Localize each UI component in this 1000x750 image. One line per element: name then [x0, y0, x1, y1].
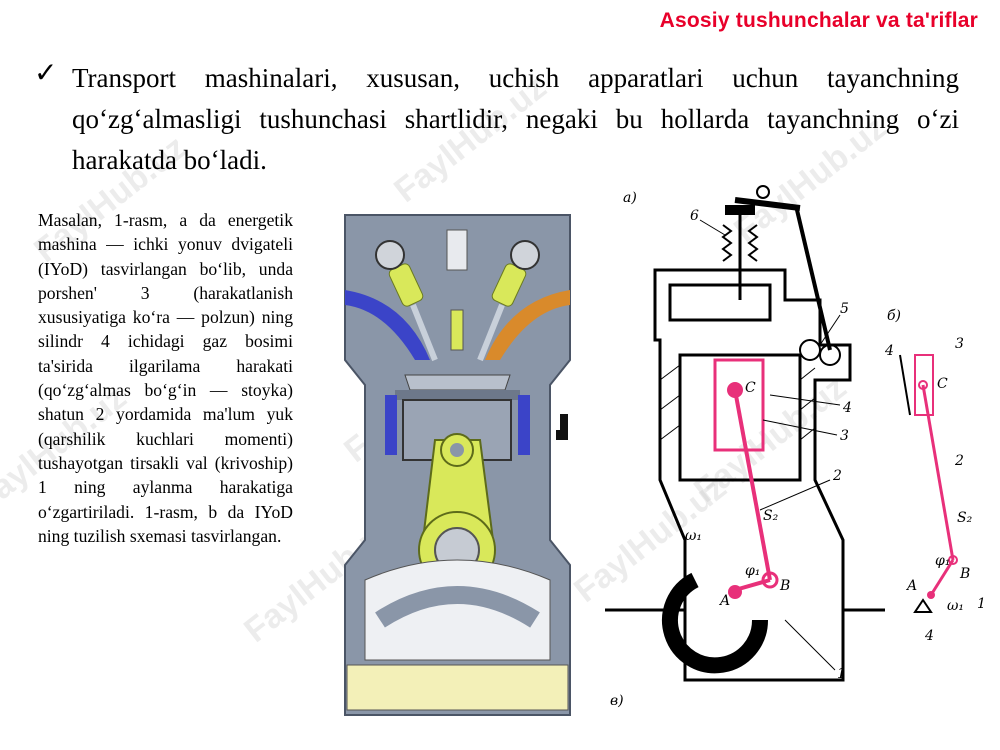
label-w1: ω₁ [685, 528, 702, 544]
marker-icon [556, 414, 568, 440]
label-6: 6 [690, 208, 699, 224]
slide-title: Asosiy tushunchalar va ta'riflar [659, 9, 978, 32]
label-2: 2 [832, 468, 842, 484]
label-3b: 3 [955, 336, 964, 352]
side-paragraph: Masalan, 1-rasm, a da energetik mashina … [38, 210, 293, 546]
label-b: B [779, 578, 790, 594]
label-v: в) [610, 693, 624, 709]
label-1: 1 [837, 666, 846, 682]
label-4b: 4 [884, 343, 894, 359]
label-phi1b: φ₁ [935, 553, 950, 569]
label-w1b: ω₁ [947, 598, 964, 614]
label-phi1: φ₁ [745, 563, 760, 579]
label-s2b: S₂ [957, 510, 973, 526]
label-s2: S₂ [763, 508, 779, 524]
label-cb: C [937, 376, 948, 392]
label-4c: 4 [924, 628, 934, 644]
engine-cross-section-image [344, 214, 571, 716]
label-5: 5 [840, 301, 849, 317]
mechanism-diagram: a) 6 5 4 3 2 C S₂ ω₁ φ₁ B A 1 в) б) 4 3 … [605, 185, 986, 709]
label-3: 3 [840, 428, 849, 444]
label-a-point: A [718, 593, 730, 609]
label-c: C [745, 380, 756, 396]
label-1b: 1 [977, 596, 986, 612]
label-a: a) [623, 190, 637, 206]
label-ab: A [905, 578, 917, 594]
checkmark-icon: ✓ [34, 56, 58, 89]
label-2b: 2 [954, 453, 964, 469]
bullet-text: Transport mashinalari, xususan, uchish a… [72, 63, 959, 175]
label-4: 4 [842, 400, 852, 416]
label-b-cyr: б) [887, 308, 901, 324]
label-bb: B [959, 566, 970, 582]
